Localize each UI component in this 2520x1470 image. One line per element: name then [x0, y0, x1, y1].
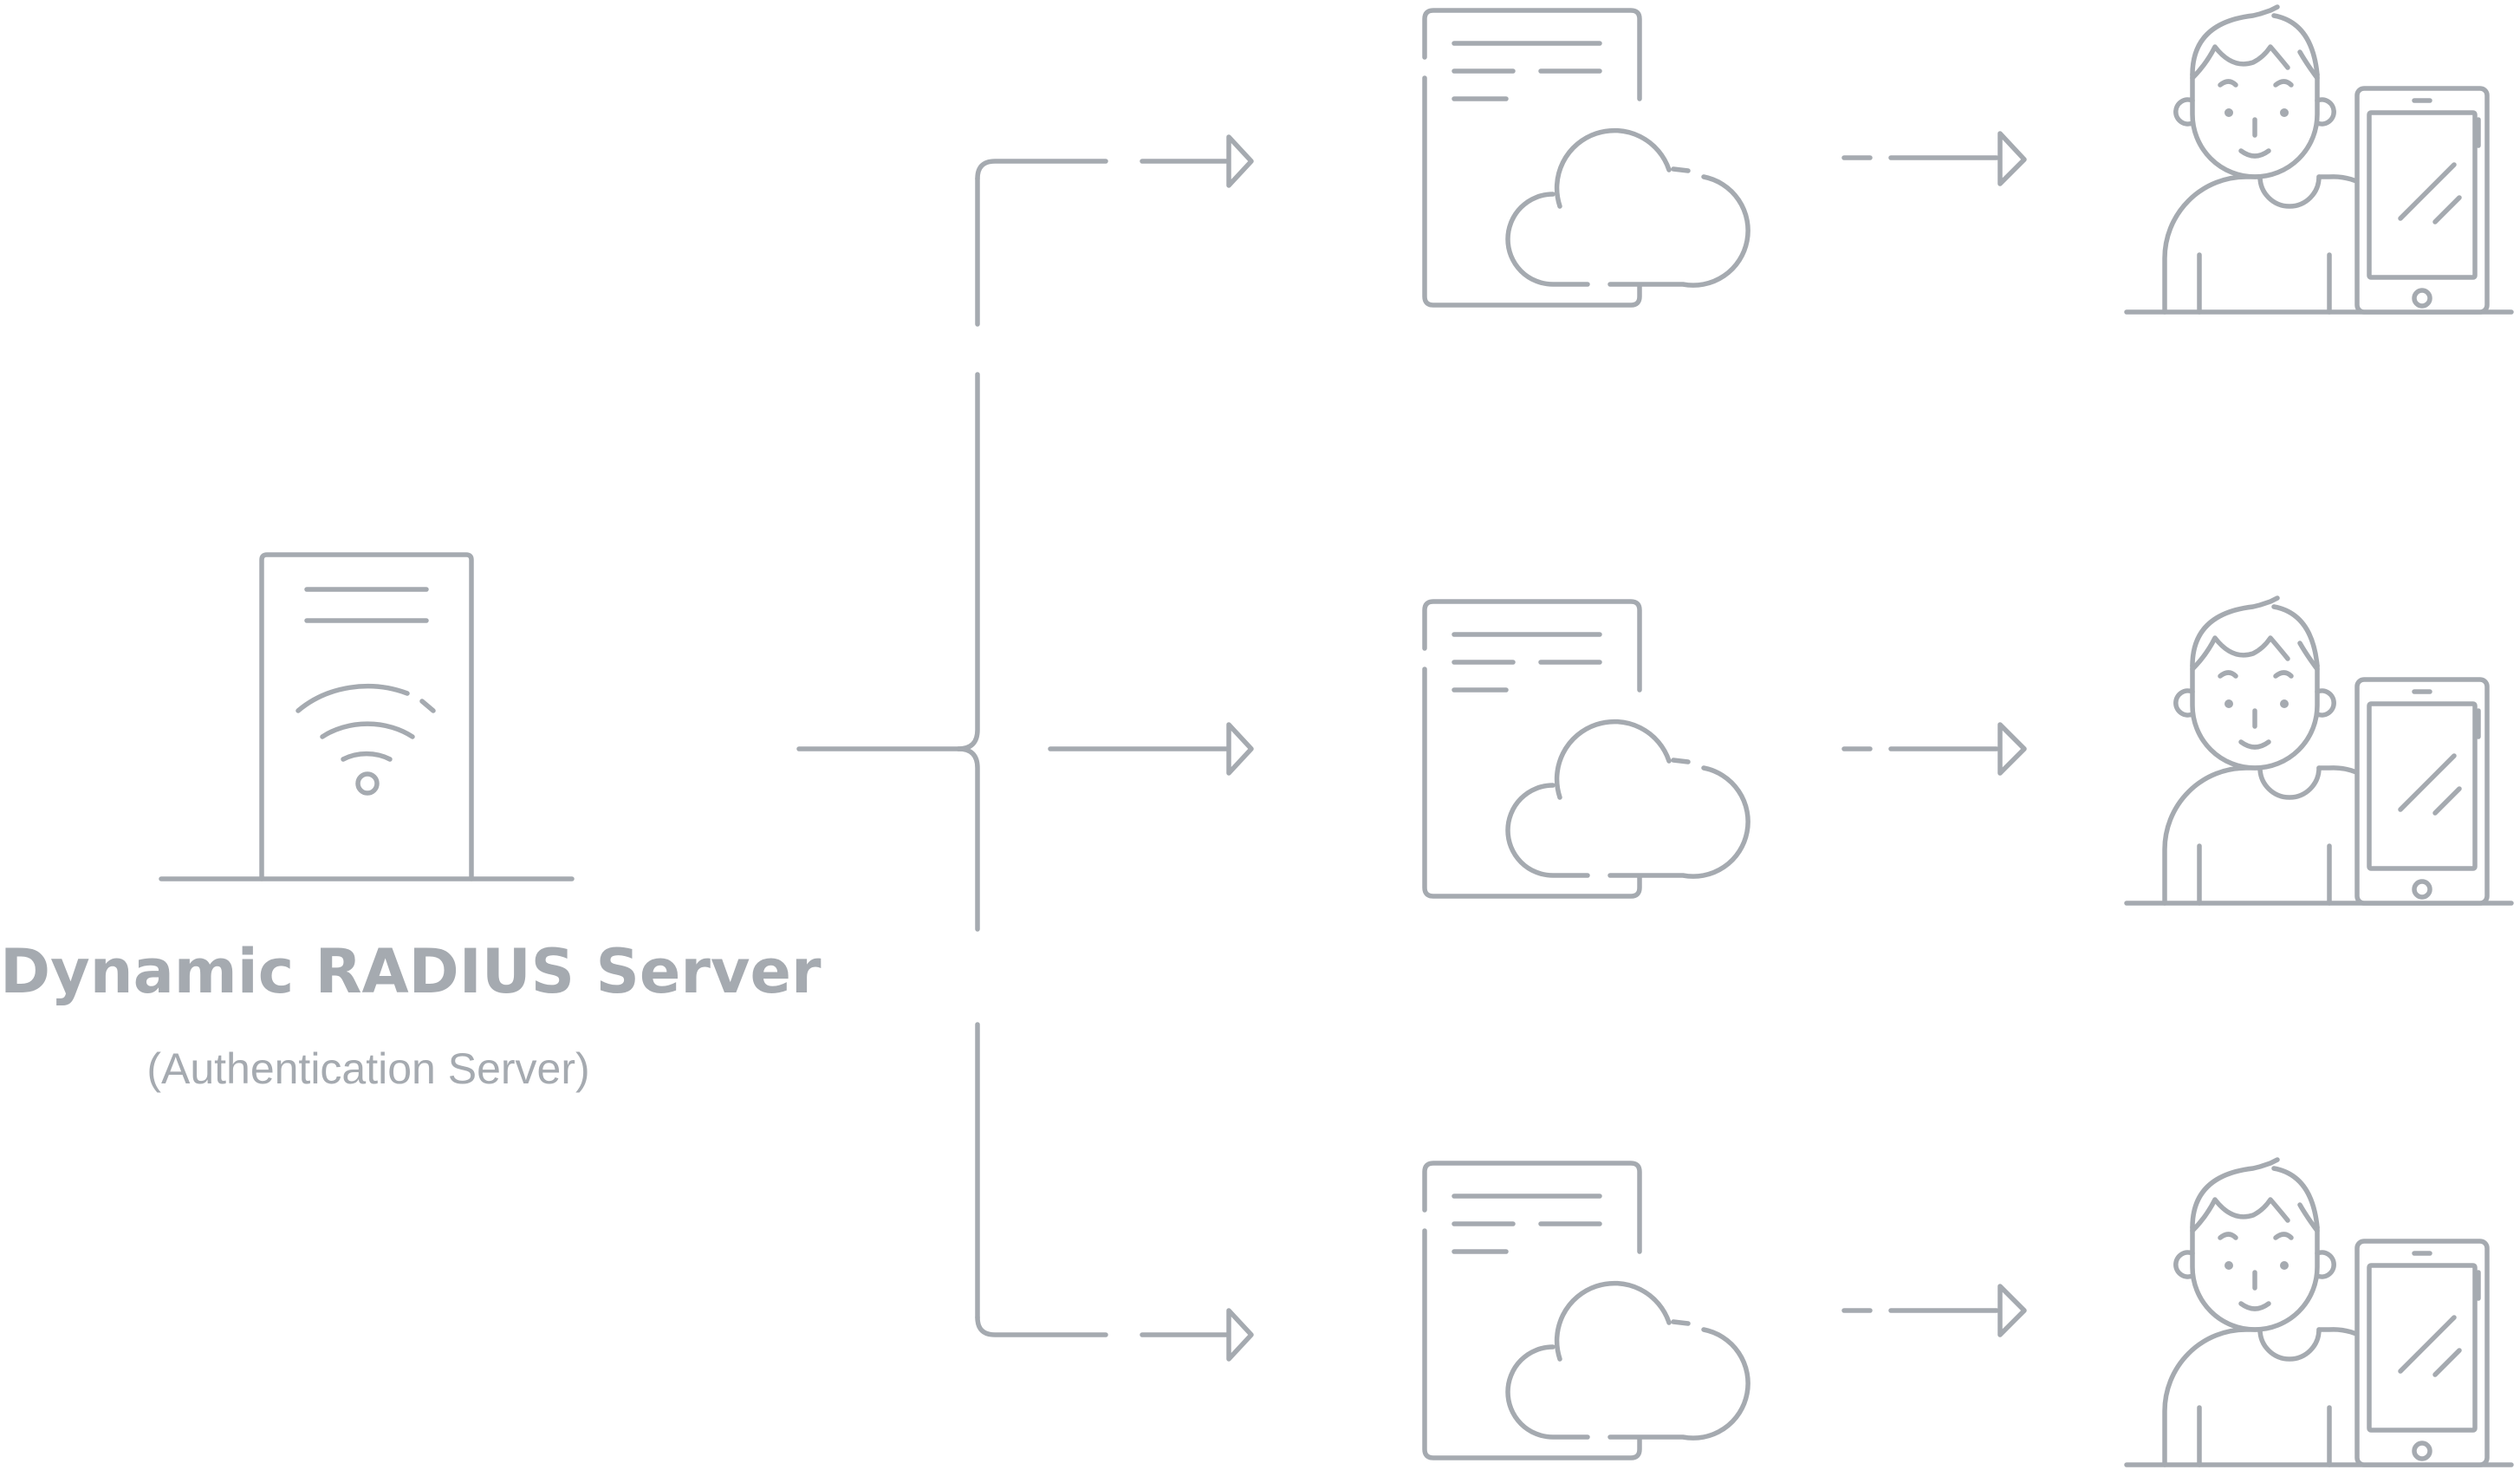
server-subtitle: (Authentication Server): [146, 1044, 590, 1093]
arrow-top-1: [1140, 134, 1254, 188]
server-title: Dynamic RADIUS Server: [0, 936, 822, 1007]
user-with-phone-icon: [2127, 1160, 2511, 1465]
arrow-bottom-1: [1140, 1308, 1254, 1362]
server-wifi-icon: [159, 552, 575, 881]
cloud-document-icon: [1425, 602, 1748, 896]
cloud-document-icon: [1425, 10, 1748, 305]
arrow-bottom-2: [1841, 1284, 2027, 1337]
user-with-phone-icon: [2127, 598, 2511, 903]
arrow-top-2: [1841, 131, 2027, 186]
connector-lines: [796, 159, 1108, 1337]
user-with-phone-icon: [2127, 7, 2511, 312]
arrow-middle-2: [1841, 722, 2027, 776]
arrow-middle-1: [1048, 722, 1254, 776]
cloud-document-icon: [1425, 1163, 1748, 1458]
